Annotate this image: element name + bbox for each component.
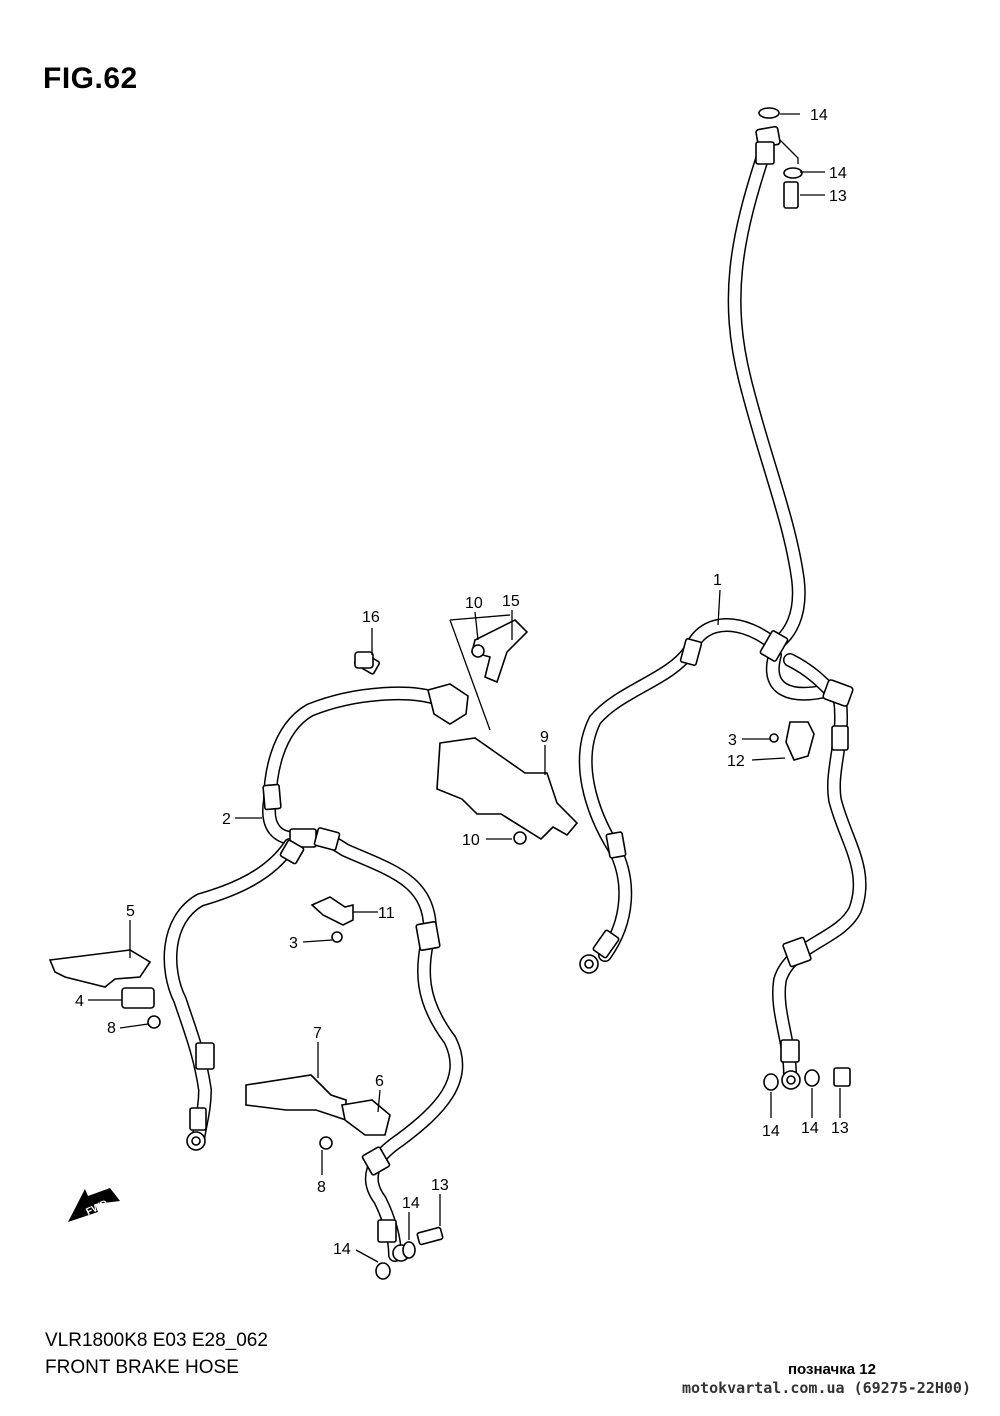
- bracket-6: [341, 1099, 391, 1136]
- hose-1-fittings: [579, 107, 854, 1091]
- callout-14: 14: [810, 107, 828, 124]
- watermark-site: motokvartal.com.ua (69275-22H00): [682, 1379, 971, 1397]
- callout-9: 9: [540, 729, 549, 746]
- callout-6: 6: [375, 1073, 384, 1090]
- callouts: 14 14 13 1 3 12 14 14 13 10 15 16 9 10 2…: [75, 107, 849, 1258]
- brackets: [48, 614, 579, 1150]
- callout-3: 3: [289, 935, 298, 952]
- callout-1: 1: [713, 572, 722, 589]
- note-label: позначка 12: [788, 1361, 876, 1378]
- callout-2: 2: [222, 811, 231, 828]
- callout-15: 15: [502, 593, 520, 610]
- callout-7: 7: [313, 1025, 322, 1042]
- hose-1: [578, 143, 867, 1082]
- callout-14: 14: [829, 165, 847, 182]
- callout-5: 5: [126, 903, 135, 920]
- model-code: VLR1800K8 E03 E28_062: [45, 1330, 268, 1351]
- callout-13: 13: [431, 1177, 449, 1194]
- callout-8: 8: [317, 1179, 326, 1196]
- figure-caption: FRONT BRAKE HOSE: [45, 1357, 239, 1378]
- callout-14: 14: [762, 1123, 780, 1140]
- bracket-7: [245, 1074, 347, 1122]
- figure-title: FIG.62: [43, 62, 138, 95]
- bracket-5: [48, 949, 152, 988]
- clamp-4: [121, 987, 155, 1009]
- callout-13: 13: [831, 1120, 849, 1137]
- leader-lines: [88, 113, 841, 1263]
- callout-4: 4: [75, 993, 84, 1010]
- callout-16: 16: [362, 609, 380, 626]
- callout-10: 10: [462, 832, 480, 849]
- callout-14: 14: [333, 1241, 351, 1258]
- hose-2-fittings: [186, 651, 469, 1280]
- callout-13: 13: [829, 188, 847, 205]
- callout-14: 14: [402, 1195, 420, 1212]
- callout-10: 10: [465, 595, 483, 612]
- callout-12: 12: [727, 753, 745, 770]
- callout-11: 11: [378, 905, 395, 922]
- callout-14: 14: [801, 1120, 819, 1137]
- clamp-11: [310, 896, 354, 926]
- callout-8: 8: [107, 1020, 116, 1037]
- fwd-arrow-icon: FWD: [68, 1188, 120, 1222]
- hose-2: [163, 686, 464, 1262]
- bracket-9: [436, 737, 579, 841]
- callout-3: 3: [728, 732, 737, 749]
